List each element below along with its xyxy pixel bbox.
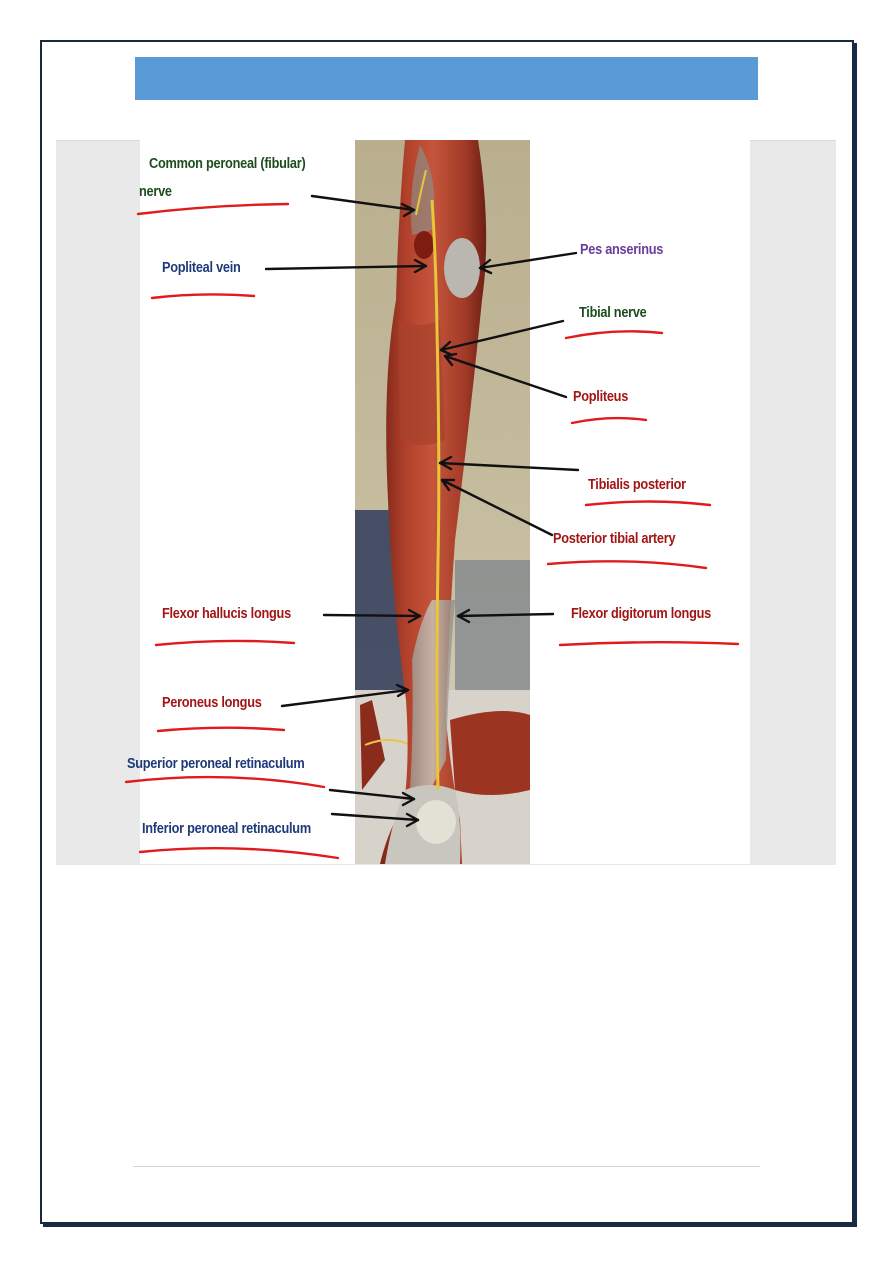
side-nerve bbox=[364, 739, 411, 746]
underline-popliteus bbox=[570, 416, 648, 425]
arrow-tibialis-posterior bbox=[438, 461, 580, 472]
label-superior-peroneal-retinaculum: Superior peroneal retinaculum bbox=[127, 756, 305, 772]
arrow-inferior-retinaculum bbox=[330, 812, 420, 822]
heel-bone bbox=[416, 800, 456, 844]
arrow-superior-retinaculum bbox=[328, 788, 416, 801]
underline-tibialis-posterior bbox=[584, 500, 712, 507]
label-popliteal-vein: Popliteal vein bbox=[162, 260, 241, 276]
arrow-common-peroneal bbox=[310, 194, 416, 212]
side-foot-muscle bbox=[450, 711, 530, 795]
label-pes-anserinus: Pes anserinus bbox=[580, 242, 664, 258]
underline-peroneus-longus bbox=[156, 726, 286, 733]
underline-flexor-hallucis bbox=[154, 639, 296, 647]
pes-anserinus-region bbox=[444, 238, 480, 298]
leg-model bbox=[380, 140, 487, 864]
label-inferior-peroneal-retinaculum: Inferior peroneal retinaculum bbox=[142, 821, 311, 837]
underline-flexor-digitorum bbox=[558, 641, 740, 647]
arrow-popliteus bbox=[443, 354, 568, 399]
label-flexor-digitorum-longus: Flexor digitorum longus bbox=[571, 606, 711, 622]
arrow-posterior-tibial-artery bbox=[440, 478, 554, 537]
underline-posterior-tibial-artery bbox=[546, 560, 708, 570]
tibial-nerve-strand bbox=[430, 199, 441, 791]
underline-popliteal-vein bbox=[150, 293, 256, 300]
header-bar bbox=[135, 57, 758, 100]
popliteal-vessel bbox=[414, 231, 434, 259]
underline-superior-retinaculum bbox=[124, 775, 326, 789]
underline-inferior-retinaculum bbox=[138, 846, 340, 860]
underline-tibial-nerve bbox=[564, 330, 664, 340]
label-common-peroneal-line2: nerve bbox=[139, 184, 172, 200]
lower-leg-tendons bbox=[410, 600, 455, 790]
label-peroneus-longus: Peroneus longus bbox=[162, 695, 262, 711]
arrow-popliteal-vein bbox=[264, 264, 428, 271]
popliteus-muscle bbox=[398, 320, 445, 445]
arrow-pes-anserinus bbox=[478, 251, 578, 270]
peroneal-nerve-strand bbox=[415, 169, 427, 216]
label-tibialis-posterior: Tibialis posterior bbox=[588, 477, 686, 493]
photo-shadow bbox=[455, 560, 530, 700]
label-tibial-nerve: Tibial nerve bbox=[579, 305, 647, 321]
underline-common-peroneal bbox=[136, 202, 290, 216]
arrow-flexor-hallucis bbox=[322, 613, 422, 618]
footer-divider bbox=[133, 1166, 760, 1167]
label-common-peroneal-line1: Common peroneal (fibular) bbox=[149, 156, 306, 172]
arrow-peroneus-longus bbox=[280, 688, 410, 708]
side-limb-muscle bbox=[360, 700, 385, 790]
arrow-flexor-digitorum bbox=[456, 612, 555, 618]
label-posterior-tibial-artery: Posterior tibial artery bbox=[553, 531, 676, 547]
label-popliteus: Popliteus bbox=[573, 389, 629, 405]
label-flexor-hallucis-longus: Flexor hallucis longus bbox=[162, 606, 291, 622]
arrow-tibial-nerve bbox=[439, 319, 565, 352]
